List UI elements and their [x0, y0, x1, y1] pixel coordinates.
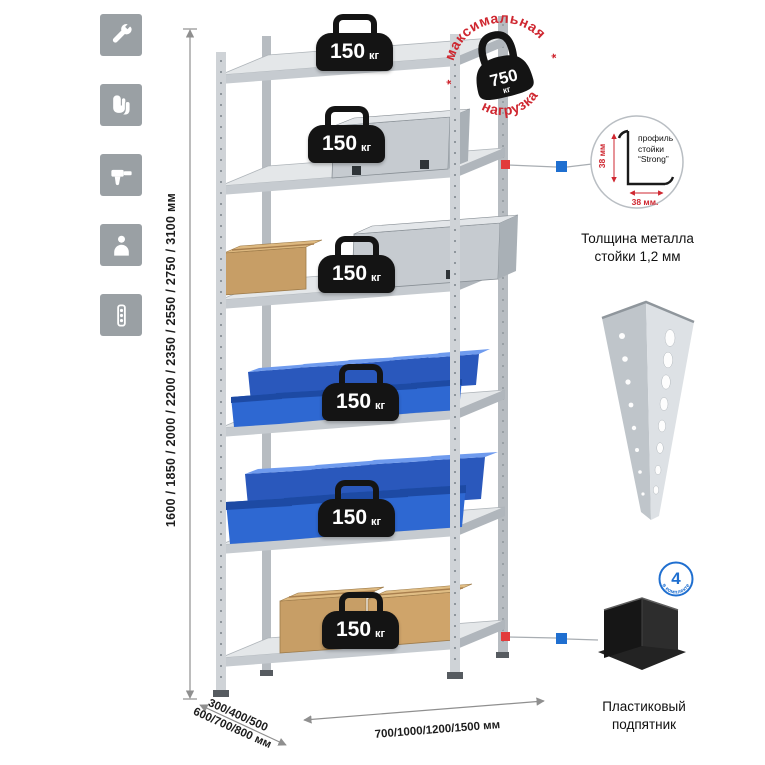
rack-post-front-left	[216, 52, 226, 690]
profile-label-line1: профиль	[638, 133, 674, 143]
drill-icon	[100, 154, 142, 196]
weight-handle	[338, 364, 383, 386]
weight-value: 150	[330, 40, 366, 63]
post-render	[601, 300, 695, 520]
gloves-icon	[100, 84, 142, 126]
stamp-weight-unit: кг	[502, 84, 512, 96]
profile-caption-line2: стойки 1,2 мм	[594, 249, 681, 264]
foot-caption-line1: Пластиковый	[602, 699, 686, 714]
red-marker-square-bottom	[501, 632, 510, 641]
foot-caption: Пластиковый подпятник	[560, 698, 728, 734]
red-marker-square-top	[501, 160, 510, 169]
rack-post-back-left	[262, 36, 271, 670]
person-icon	[100, 224, 142, 266]
blue-marker-square-bottom	[556, 633, 567, 644]
profile-detail-circle	[590, 115, 684, 209]
callout-foot	[501, 632, 599, 644]
fasteners-icon	[100, 294, 142, 336]
stamp-weight-handle	[478, 31, 518, 68]
quantity-badge: 4 в комплекте	[658, 561, 694, 597]
weight-value: 150	[322, 132, 358, 155]
weight-unit: кг	[371, 271, 382, 284]
weight-value: 150	[332, 506, 368, 529]
plastic-foot-render	[598, 597, 686, 670]
weight-value: 150	[336, 390, 372, 413]
stamp-star-right: *	[550, 51, 558, 66]
height-dimension-label: 1600 / 1850 / 2000 / 2200 / 2350 / 2550 …	[164, 192, 178, 528]
wrench-icon	[100, 14, 142, 56]
profile-caption: Толщина металла стойки 1,2 мм	[555, 230, 720, 266]
profile-label: профиль стойки “Strong”	[638, 133, 688, 165]
badge-number: 4	[671, 569, 681, 588]
weight-handle	[332, 14, 377, 36]
profile-caption-line1: Толщина металла	[581, 231, 694, 246]
profile-dim-vertical: 38 мм	[597, 143, 607, 169]
depth-dimension-line	[199, 704, 287, 746]
weight-value: 150	[332, 262, 368, 285]
weight-unit: кг	[375, 399, 386, 412]
weight-unit: кг	[371, 515, 382, 528]
cardboard-box-shelf3	[223, 239, 323, 296]
stamp-star-left: *	[445, 77, 453, 92]
rack-post-front-right	[450, 34, 460, 672]
profile-dim-horizontal: 38 мм.	[631, 197, 659, 207]
blue-marker-square-top	[556, 161, 567, 172]
weight-handle	[338, 592, 383, 614]
height-dimension-line	[183, 28, 197, 700]
callout-profile	[501, 160, 593, 172]
weight-value: 150	[336, 618, 372, 641]
shelving-rack	[213, 16, 519, 697]
profile-label-line3: “Strong”	[638, 154, 669, 164]
foot-caption-line2: подпятник	[611, 717, 677, 732]
weight-unit: кг	[361, 141, 372, 154]
width-dimension-line	[303, 697, 545, 724]
weight-unit: кг	[375, 627, 386, 640]
weight-handle	[334, 480, 379, 502]
profile-label-line2: стойки	[638, 143, 664, 154]
weight-handle	[334, 236, 379, 258]
weight-handle	[324, 106, 369, 128]
max-load-stamp: максимальная нагрузка * * 750 кг	[425, 0, 578, 143]
stamp-weight-body	[476, 55, 534, 100]
weight-unit: кг	[369, 49, 380, 62]
